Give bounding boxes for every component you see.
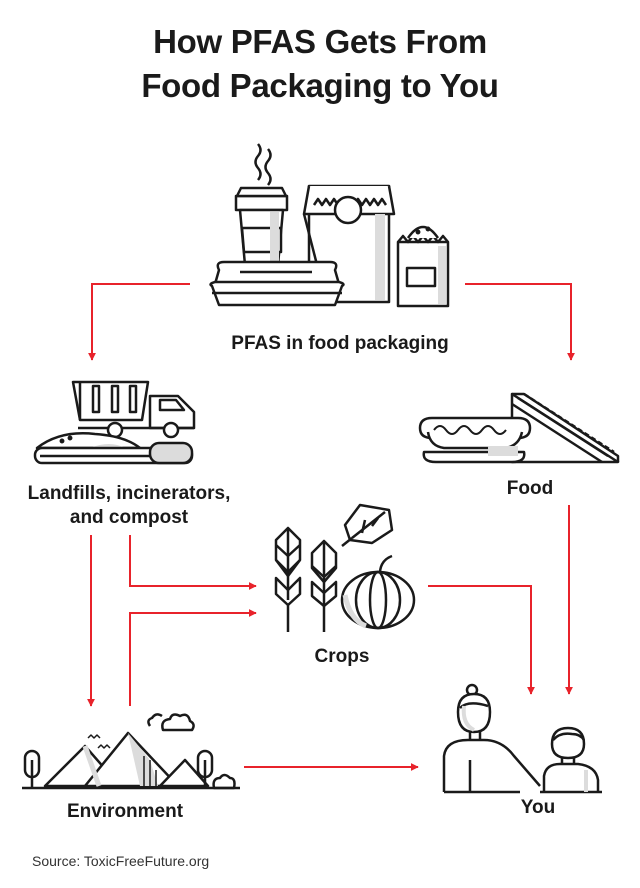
source-credit: Source: ToxicFreeFuture.org <box>32 853 210 869</box>
label-you: You <box>520 797 556 818</box>
label-landfills: Landfills, incinerators, and compost <box>0 482 258 530</box>
label-crops: Crops <box>314 646 370 667</box>
label-landfills-line-1: Landfills, incinerators, <box>27 483 231 504</box>
crops-wheat-pumpkin-icon <box>274 503 416 632</box>
label-landfills-line-2: and compost <box>69 507 189 528</box>
food-sandwich-hotdog-icon <box>418 392 620 464</box>
label-environment: Environment <box>66 801 184 822</box>
flow-arrows <box>87 283 575 771</box>
title-line-2: Food Packaging to You <box>141 67 499 104</box>
arrow-crops-to-you <box>428 585 535 695</box>
garbage-truck-icon <box>33 380 196 465</box>
arrow-packaging-to-landfills <box>88 283 190 361</box>
environment-mountains-icon <box>22 713 240 790</box>
arrow-packaging-to-food <box>465 283 575 361</box>
takeout-packaging-icon <box>209 143 450 308</box>
title-line-1: How PFAS Gets From <box>153 23 487 60</box>
arrow-landfills-to-crops <box>129 535 257 590</box>
arrow-environment-to-crops <box>129 609 257 706</box>
label-packaging: PFAS in food packaging <box>231 333 449 354</box>
label-food: Food <box>506 478 554 499</box>
people-icon <box>442 683 602 794</box>
page-title: How PFAS Gets From Food Packaging to You <box>0 20 640 108</box>
